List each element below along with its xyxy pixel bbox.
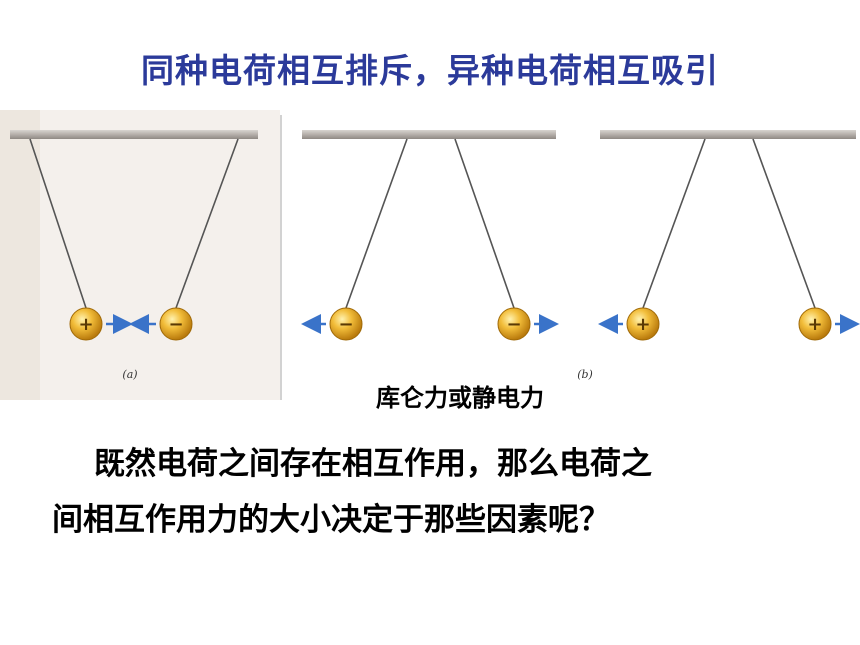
page-title: 同种电荷相互排斥，异种电荷相互吸引 xyxy=(141,51,719,90)
charge-sign: − xyxy=(338,314,353,335)
panel-label: (a) xyxy=(122,368,137,381)
pendulum-figure: + − (a) − − (b) + + xyxy=(0,110,860,410)
panel-a-background xyxy=(0,110,280,400)
charge-sign: − xyxy=(506,314,521,335)
thread xyxy=(454,138,515,309)
thread xyxy=(642,138,706,309)
thread xyxy=(29,138,87,309)
charge-sign: − xyxy=(168,314,183,335)
panel-c: + + xyxy=(598,130,860,341)
panel-b: − − (b) xyxy=(301,130,593,381)
panel-label: (b) xyxy=(577,368,593,381)
thread xyxy=(752,138,816,309)
charged-ball-positive xyxy=(69,307,103,341)
charged-ball-positive xyxy=(626,307,660,341)
support-bar xyxy=(600,130,856,139)
support-bar xyxy=(10,130,258,139)
charge-sign: + xyxy=(635,314,650,335)
body-paragraph: 既然电荷之间存在相互作用，那么电荷之 间相互作用力的大小决定于那些因素呢？ xyxy=(52,436,812,548)
figure-caption: 库仑力或静电力 xyxy=(376,384,544,412)
charged-ball-negative xyxy=(497,307,531,341)
charged-ball-negative xyxy=(329,307,363,341)
body-line-1: 既然电荷之间存在相互作用，那么电荷之 xyxy=(94,446,652,482)
charged-ball-positive xyxy=(798,307,832,341)
charged-ball-negative xyxy=(159,307,193,341)
thread xyxy=(345,138,408,309)
charge-sign: + xyxy=(807,314,822,335)
pendulum-diagram: + − (a) − − (b) + + xyxy=(0,110,860,400)
charge-sign: + xyxy=(78,314,93,335)
support-bar xyxy=(302,130,556,139)
body-line-2: 间相互作用力的大小决定于那些因素呢？ xyxy=(52,502,610,538)
thread xyxy=(175,138,239,309)
panel-a: + − (a) xyxy=(10,130,258,381)
